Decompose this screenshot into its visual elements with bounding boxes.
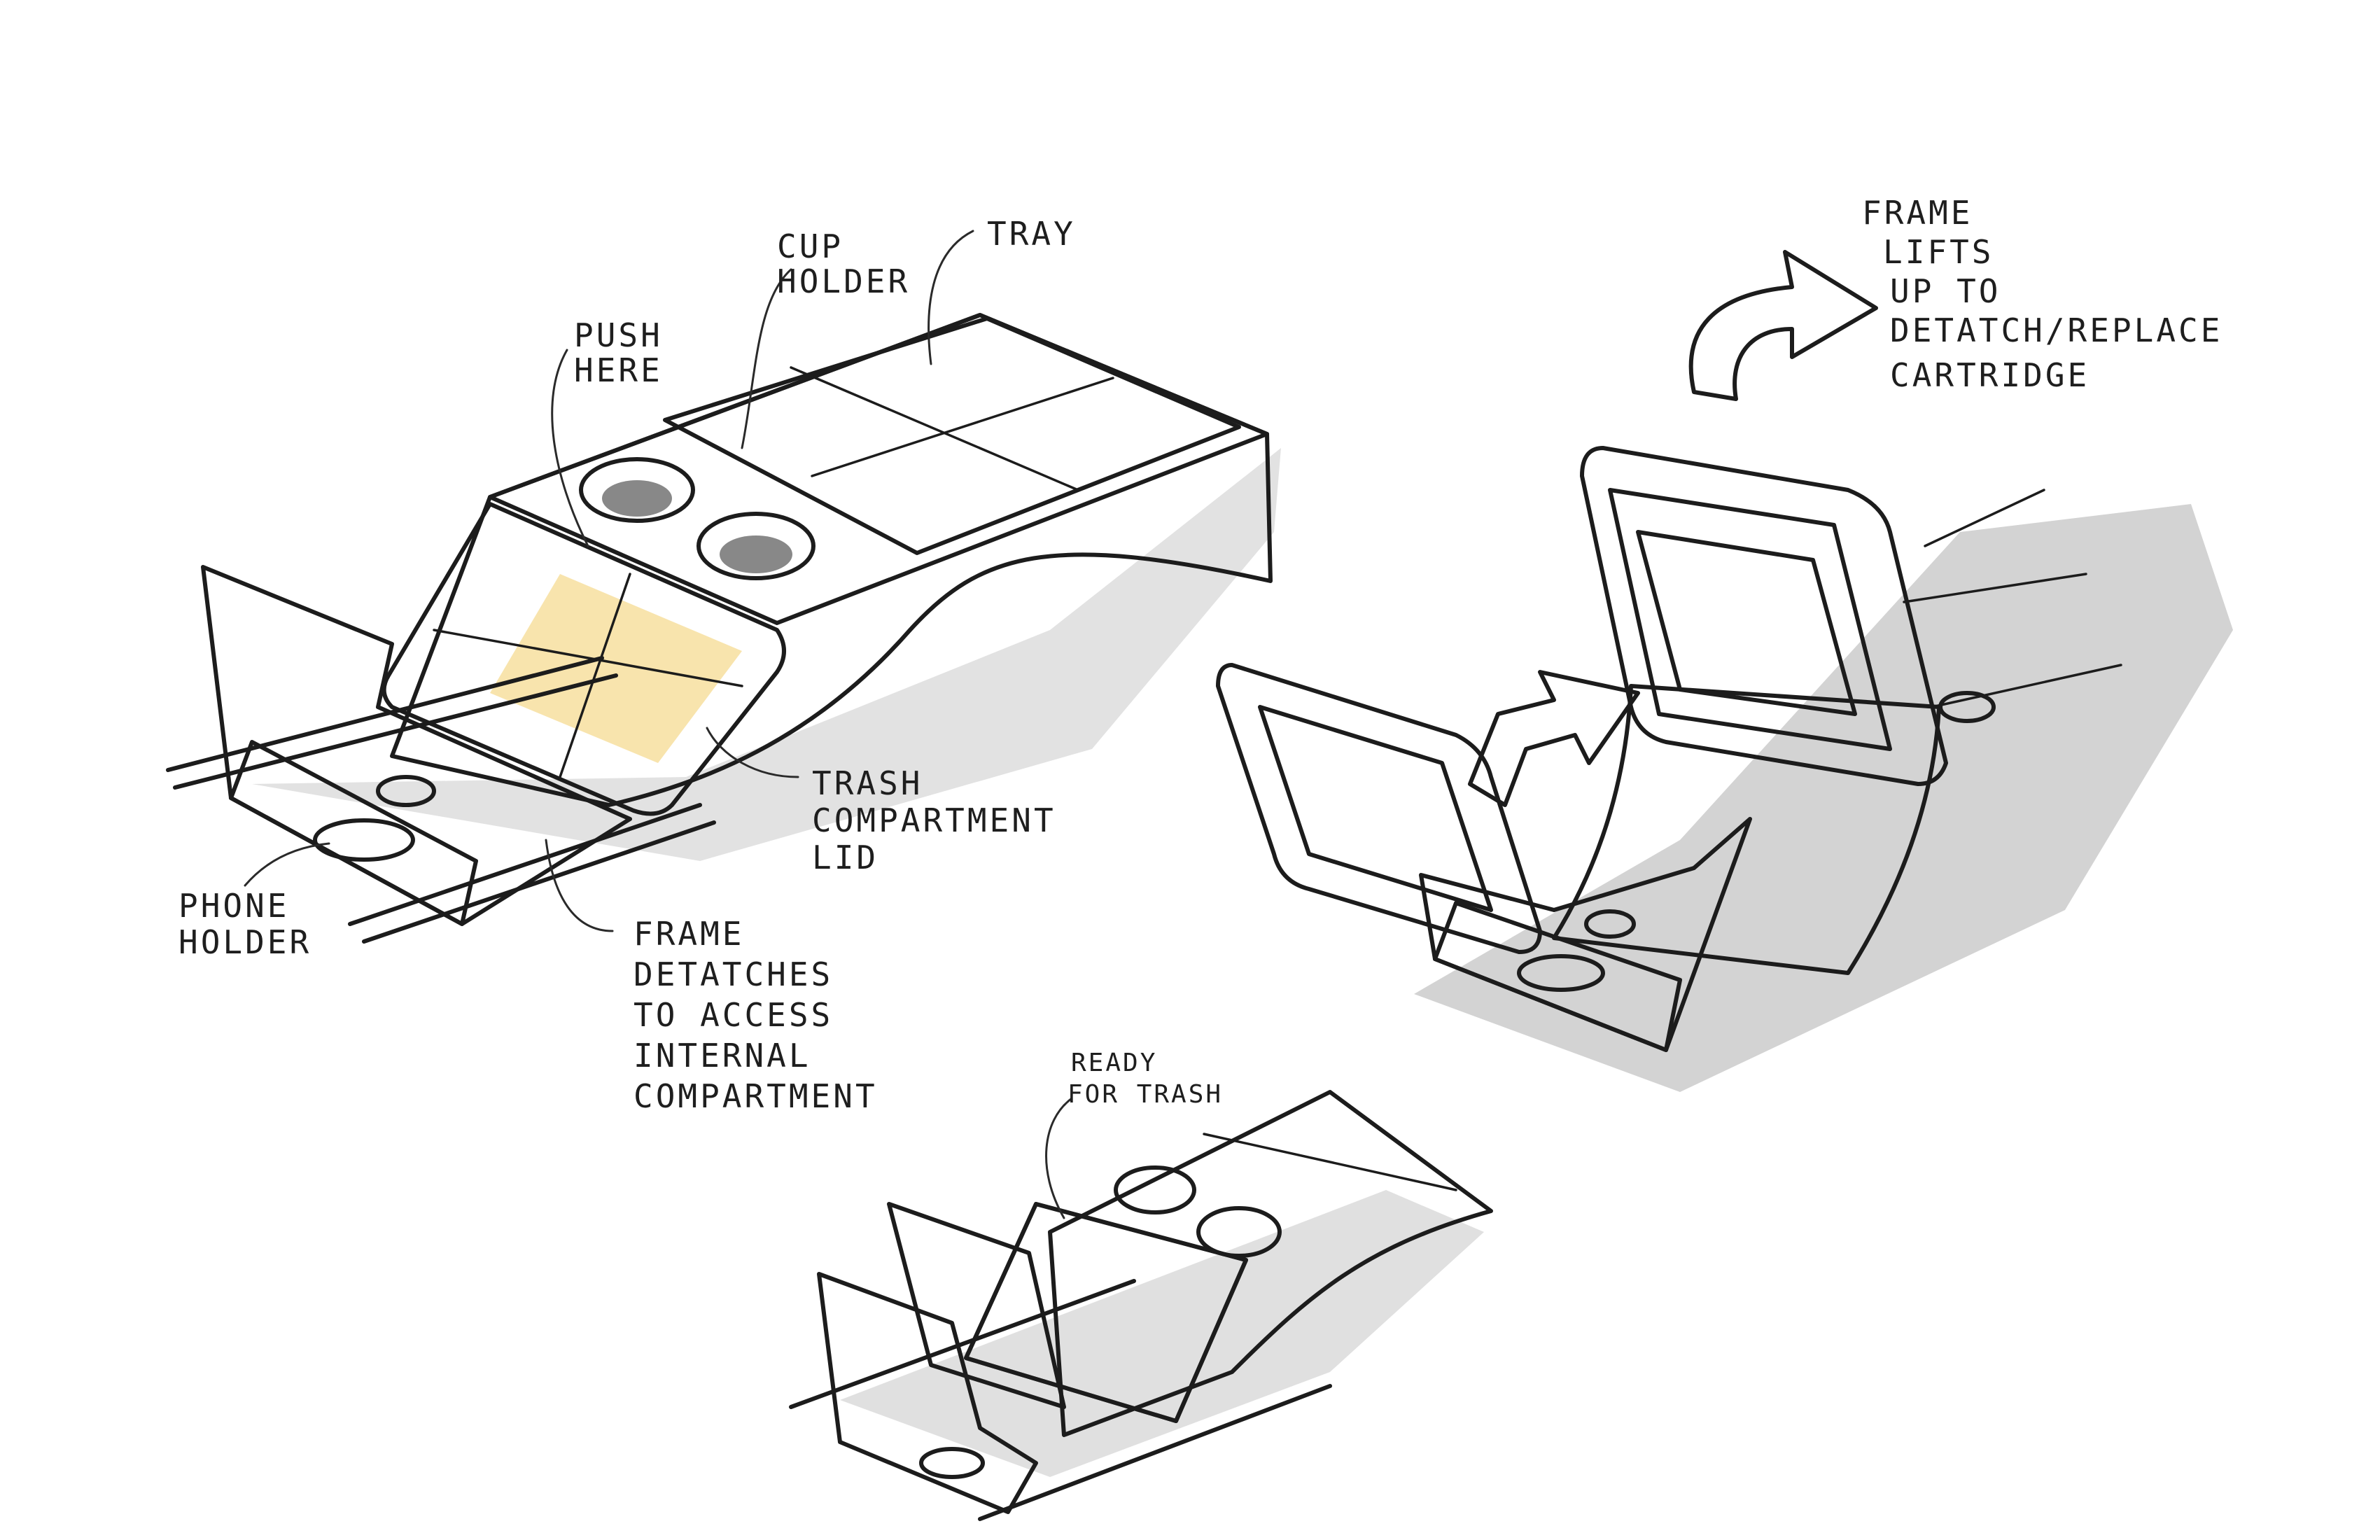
label-trash-lid: TRASH COMPARTMENT LID <box>812 764 1078 876</box>
ready-cup-holder-1 <box>1116 1168 1194 1212</box>
console-closed-sketch <box>168 315 1281 941</box>
phone-holder-slot <box>315 820 413 860</box>
label-frame-detaches: FRAME DETATCHES TO ACCESS INTERNAL COMPA… <box>634 915 878 1115</box>
leader-ready-for-trash <box>1046 1099 1071 1218</box>
label-phone-holder: PHONE HOLDER <box>178 887 312 961</box>
label-push-here: PUSH HERE <box>574 316 685 389</box>
cup-holder-2-inner <box>720 536 792 573</box>
console-ready-sketch <box>791 1092 1491 1519</box>
leader-tray <box>929 231 973 364</box>
trash-lid-highlight <box>490 574 742 763</box>
label-ready-for-trash: READY FOR TRASH <box>1068 1049 1223 1109</box>
label-cup-holder: CUP HOLDER <box>777 227 910 300</box>
label-tray: TRAY <box>987 215 1076 253</box>
tray-divider <box>812 378 1113 476</box>
cup-holder-1-inner <box>602 480 672 517</box>
leader-phone-holder <box>245 844 329 886</box>
lift-arrow-icon <box>1691 252 1876 399</box>
ready-top-line <box>1204 1134 1456 1190</box>
label-frame-lifts: FRAME LIFTS UP TO DETATCH/REPLACE CARTRI… <box>1862 194 2245 394</box>
strap-line <box>175 676 616 788</box>
ready-slot <box>921 1449 983 1477</box>
tray-divider <box>791 368 1078 490</box>
console-shadow <box>252 448 1281 861</box>
ready-shadow <box>840 1190 1484 1477</box>
